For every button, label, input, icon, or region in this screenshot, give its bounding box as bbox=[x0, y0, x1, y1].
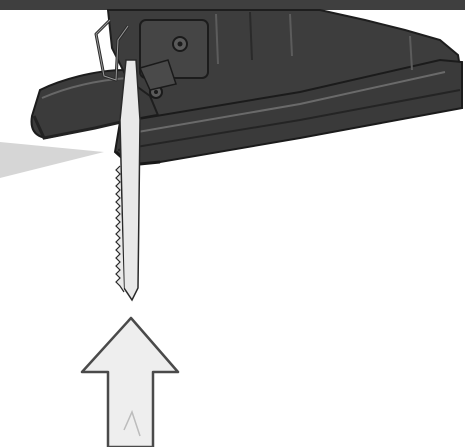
pointer-wedge bbox=[0, 142, 104, 178]
header-bar bbox=[0, 0, 465, 10]
jigsaw bbox=[32, 10, 462, 165]
up-arrow-icon bbox=[82, 318, 178, 447]
